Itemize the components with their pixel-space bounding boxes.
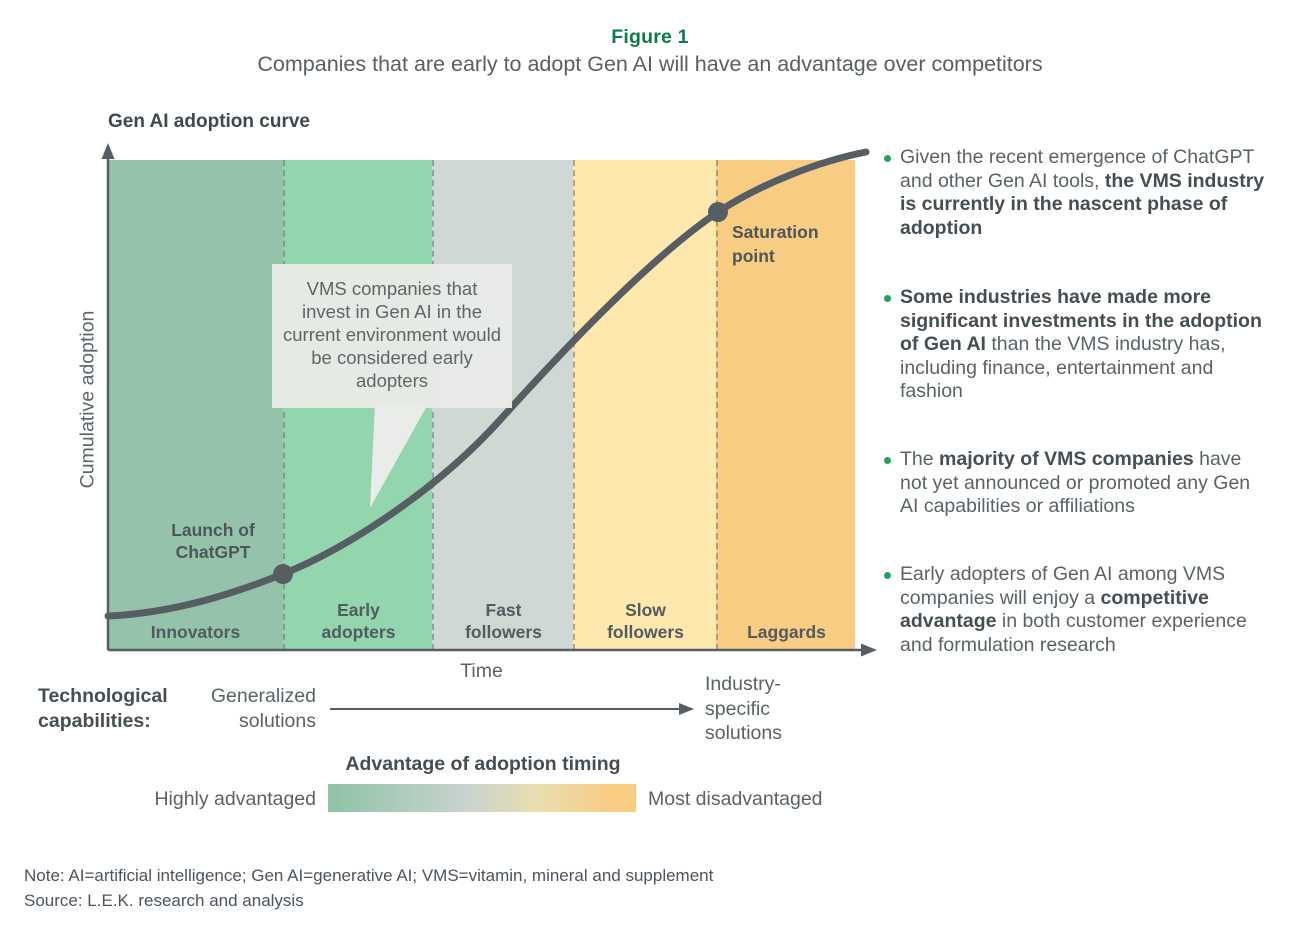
- bullet-text: Early adopters of Gen AI among VMS compa…: [900, 563, 1247, 656]
- band-innovators: Innovators: [108, 160, 283, 650]
- bullet-item: Early adopters of Gen AI among VMS compa…: [884, 563, 1272, 657]
- bullet-dot-icon: [884, 572, 891, 579]
- band-label: Early adopters: [321, 600, 396, 642]
- band-label: Laggards: [747, 622, 826, 642]
- bullet-dot-icon: [884, 155, 891, 162]
- timing-legend-right-label: Most disadvantaged: [648, 788, 823, 810]
- launch-of-chatgpt-label: Launch of ChatGPT: [171, 520, 255, 562]
- vms-callout-box: VMS companies that invest in Gen AI in t…: [272, 264, 512, 408]
- bullet-text: Given the recent emergence of ChatGPT an…: [900, 146, 1265, 239]
- saturation-point-label: Saturation point: [732, 222, 819, 266]
- bullet-text: Some industries have made more significa…: [900, 286, 1262, 402]
- bullet-dot-icon: [884, 295, 891, 302]
- timing-legend-left-label: Highly advantaged: [154, 788, 316, 810]
- tech-capabilities-label: Technological capabilities:: [38, 685, 168, 732]
- band-label: Innovators: [150, 622, 241, 642]
- tech-capabilities-arrow-icon: [679, 703, 694, 715]
- bullet-text: The majority of VMS companies have not y…: [900, 448, 1251, 517]
- bullet-item: Some industries have made more significa…: [884, 286, 1272, 404]
- y-axis-label: Cumulative adoption: [76, 310, 99, 489]
- figure-label: Figure 1: [611, 26, 689, 48]
- timing-legend-title: Advantage of adoption timing: [345, 753, 621, 775]
- tech-capabilities-from: Generalized solutions: [210, 685, 316, 732]
- bullet-item: Given the recent emergence of ChatGPT an…: [884, 146, 1272, 240]
- bullet-item: The majority of VMS companies have not y…: [884, 448, 1272, 519]
- band-label: Fast followers: [465, 600, 542, 642]
- x-axis-arrow-icon: [861, 643, 877, 657]
- timing-gradient-bar: [328, 784, 636, 812]
- y-axis-arrow-icon: [101, 143, 115, 159]
- chart-title: Gen AI adoption curve: [108, 111, 310, 132]
- x-axis-label: Time: [460, 660, 503, 682]
- bullet-dot-icon: [884, 457, 891, 464]
- source-text: Source: L.E.K. research and analysis: [24, 891, 304, 910]
- figure-title: Companies that are early to adopt Gen AI…: [257, 52, 1043, 76]
- band-slow-followers: Slow followers: [573, 160, 716, 650]
- note-text: Note: AI=artificial intelligence; Gen AI…: [24, 866, 714, 885]
- band-label: Slow followers: [607, 600, 684, 642]
- tech-capabilities-to: Industry- specific solutions: [705, 673, 782, 744]
